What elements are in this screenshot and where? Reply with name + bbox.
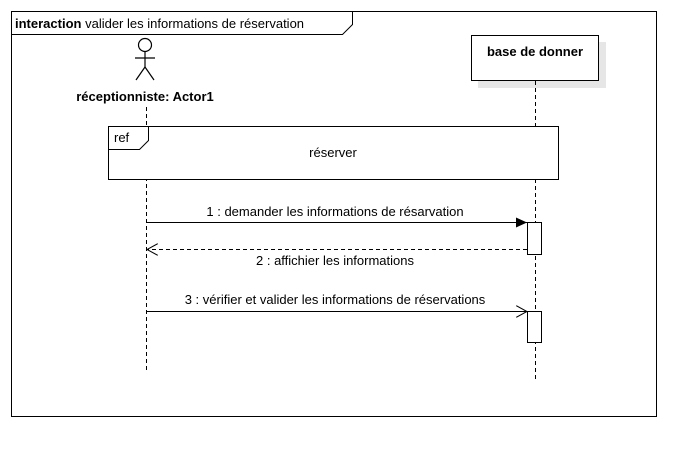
database-box	[471, 35, 599, 81]
message-1[interactable]: 1 : demander les informations de résarva…	[146, 204, 528, 228]
frame-name-tab	[11, 11, 353, 35]
frame-title: interaction valider les informations de …	[15, 16, 304, 31]
ref-label: réserver	[309, 145, 357, 160]
ref-tab	[108, 126, 149, 150]
actor-icon	[135, 37, 155, 81]
ref-operator: ref	[114, 130, 130, 145]
message-1-label: 1 : demander les informations de résarva…	[206, 204, 463, 219]
activation-bar-1	[527, 222, 542, 255]
message-3-label: 3 : vérifier et valider les informations…	[185, 292, 486, 307]
actor-label: réceptionniste: Actor1	[76, 89, 214, 104]
actor-lifeline[interactable]: réceptionniste: Actor1	[76, 37, 214, 373]
database-lifeline[interactable]: base de donner	[471, 35, 607, 383]
interaction-frame	[11, 11, 657, 417]
ref-frame	[108, 126, 559, 180]
ref-interaction-use[interactable]: ref réserver	[108, 126, 559, 180]
database-label: base de donner	[487, 44, 583, 59]
message-2[interactable]: 2 : affichier les informations	[147, 250, 527, 269]
message-2-label: 2 : affichier les informations	[256, 253, 414, 268]
activation-bar-2	[527, 311, 542, 343]
message-3[interactable]: 3 : vérifier et valider les informations…	[146, 292, 528, 312]
